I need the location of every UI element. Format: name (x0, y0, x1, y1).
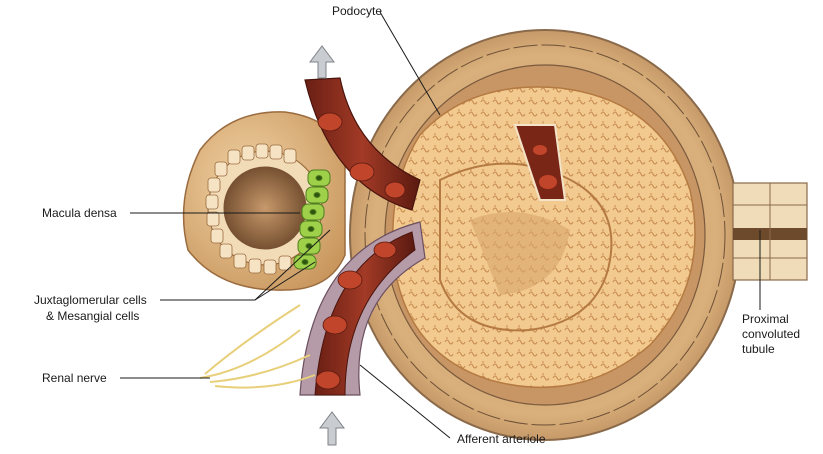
outflow-arrow-icon (309, 45, 335, 79)
label-jg-cells: Juxtaglomerular cells (34, 293, 147, 307)
label-pct-line3: tubule (742, 342, 775, 356)
label-afferent-arteriole: Afferent arteriole (457, 432, 546, 446)
leader-mesangial (254, 261, 316, 301)
distal-tubule (182, 111, 346, 291)
inflow-arrow-icon (319, 411, 345, 446)
afferent-arteriole (299, 221, 426, 396)
macula-densa-cells (293, 169, 331, 270)
proximal-convoluted-tubule (732, 182, 808, 281)
glomerulus (392, 86, 696, 389)
leader-lines (120, 11, 761, 439)
label-renal-nerve: Renal nerve (42, 371, 107, 385)
tubule-epithelium (205, 143, 297, 275)
capillary-loop (513, 124, 567, 201)
label-mesangial-cells: & Mesangial cells (46, 309, 140, 323)
label-pct-line2: convoluted (742, 327, 801, 341)
leader-podocyte (379, 11, 441, 116)
efferent-arteriole (304, 77, 421, 211)
label-pct-line1: Proximal (742, 312, 789, 326)
label-podocyte: Podocyte (332, 4, 383, 18)
renal-nerve-fibers (199, 304, 316, 389)
leader-afferent (359, 364, 451, 439)
label-macula-densa: Macula densa (42, 206, 117, 220)
